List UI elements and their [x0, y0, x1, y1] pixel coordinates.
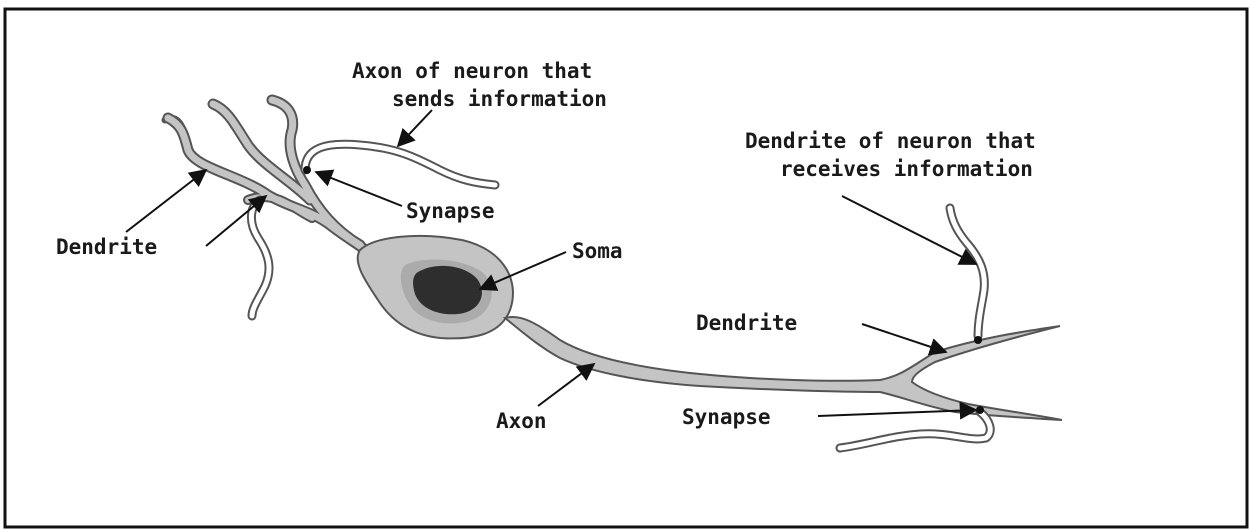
- synapse-dot-right-upper: [974, 336, 982, 344]
- label-axon-sender-line2: sends information: [392, 87, 607, 111]
- label-dendrite-right: Dendrite: [696, 311, 797, 335]
- label-dendrite-left: Dendrite: [56, 235, 157, 259]
- label-axon-sender-line1: Axon of neuron that: [352, 59, 592, 83]
- arrow-synapse-bottom: [818, 410, 976, 416]
- arrow-dendrite-right: [862, 324, 946, 352]
- arrow-axon: [538, 364, 594, 406]
- label-axon: Axon: [496, 409, 547, 433]
- label-dendrite-receiver-line1: Dendrite of neuron that: [745, 129, 1036, 153]
- label-dendrite-receiver-line2: receives information: [780, 157, 1033, 181]
- arrow-synapse-top: [316, 172, 402, 206]
- receiving-dendrite: [950, 208, 984, 344]
- label-synapse-bottom: Synapse: [682, 405, 771, 429]
- label-soma: Soma: [572, 239, 623, 263]
- synapse-dot-top: [303, 166, 311, 174]
- diagram-border: [5, 9, 1247, 527]
- arrow-axon-sender: [398, 110, 432, 146]
- left-axon-fragment: [251, 200, 269, 316]
- arrow-dendrite-left: [126, 170, 206, 232]
- synapse-dot-right-lower: [976, 406, 984, 414]
- label-synapse-top: Synapse: [406, 199, 495, 223]
